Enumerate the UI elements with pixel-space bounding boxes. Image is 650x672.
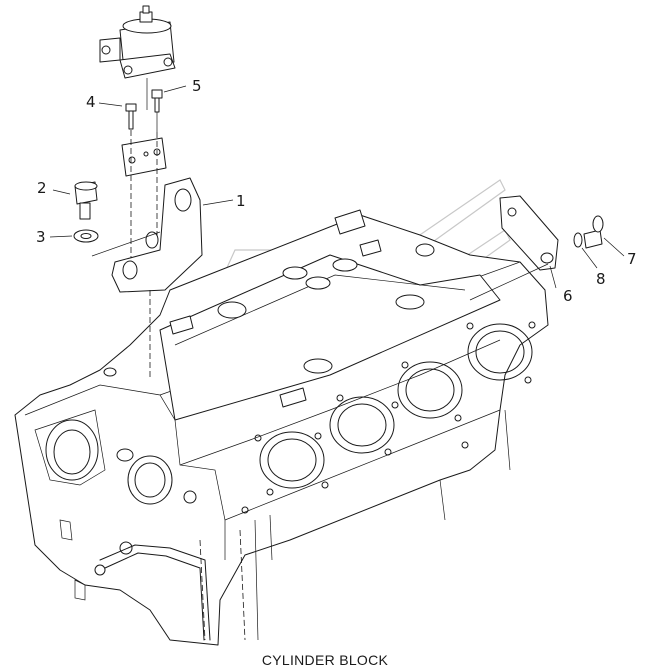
callout-7: 7 — [627, 250, 637, 268]
leader-lines — [49, 85, 625, 289]
callout-2: 2 — [37, 179, 47, 197]
callout-6: 6 — [563, 287, 573, 305]
washer-part-8 — [573, 232, 583, 248]
head-bosses — [103, 243, 435, 462]
diagram-caption: CYLINDER BLOCK — [261, 652, 389, 668]
callout-8: 8 — [596, 270, 606, 288]
bolt-part-2 — [74, 181, 98, 220]
callout-5: 5 — [192, 77, 202, 95]
cylinder-block — [14, 209, 549, 646]
washer-part-3 — [73, 229, 161, 257]
callout-labels: 1 2 3 4 5 6 7 8 — [36, 77, 637, 305]
top-actuator-assembly — [99, 5, 176, 110]
small-bolt-4 — [125, 103, 137, 130]
mounting-plate — [121, 130, 167, 260]
callout-4: 4 — [86, 93, 96, 111]
bracket-part-1 — [111, 177, 203, 380]
callout-3: 3 — [36, 228, 46, 246]
deck-bolt-holes — [241, 321, 536, 514]
bolt-part-7 — [583, 215, 604, 249]
small-bolt-5 — [151, 89, 163, 132]
bracket-part-6 — [469, 195, 559, 301]
cylinder-bores — [259, 323, 533, 489]
callout-1: 1 — [236, 192, 246, 210]
